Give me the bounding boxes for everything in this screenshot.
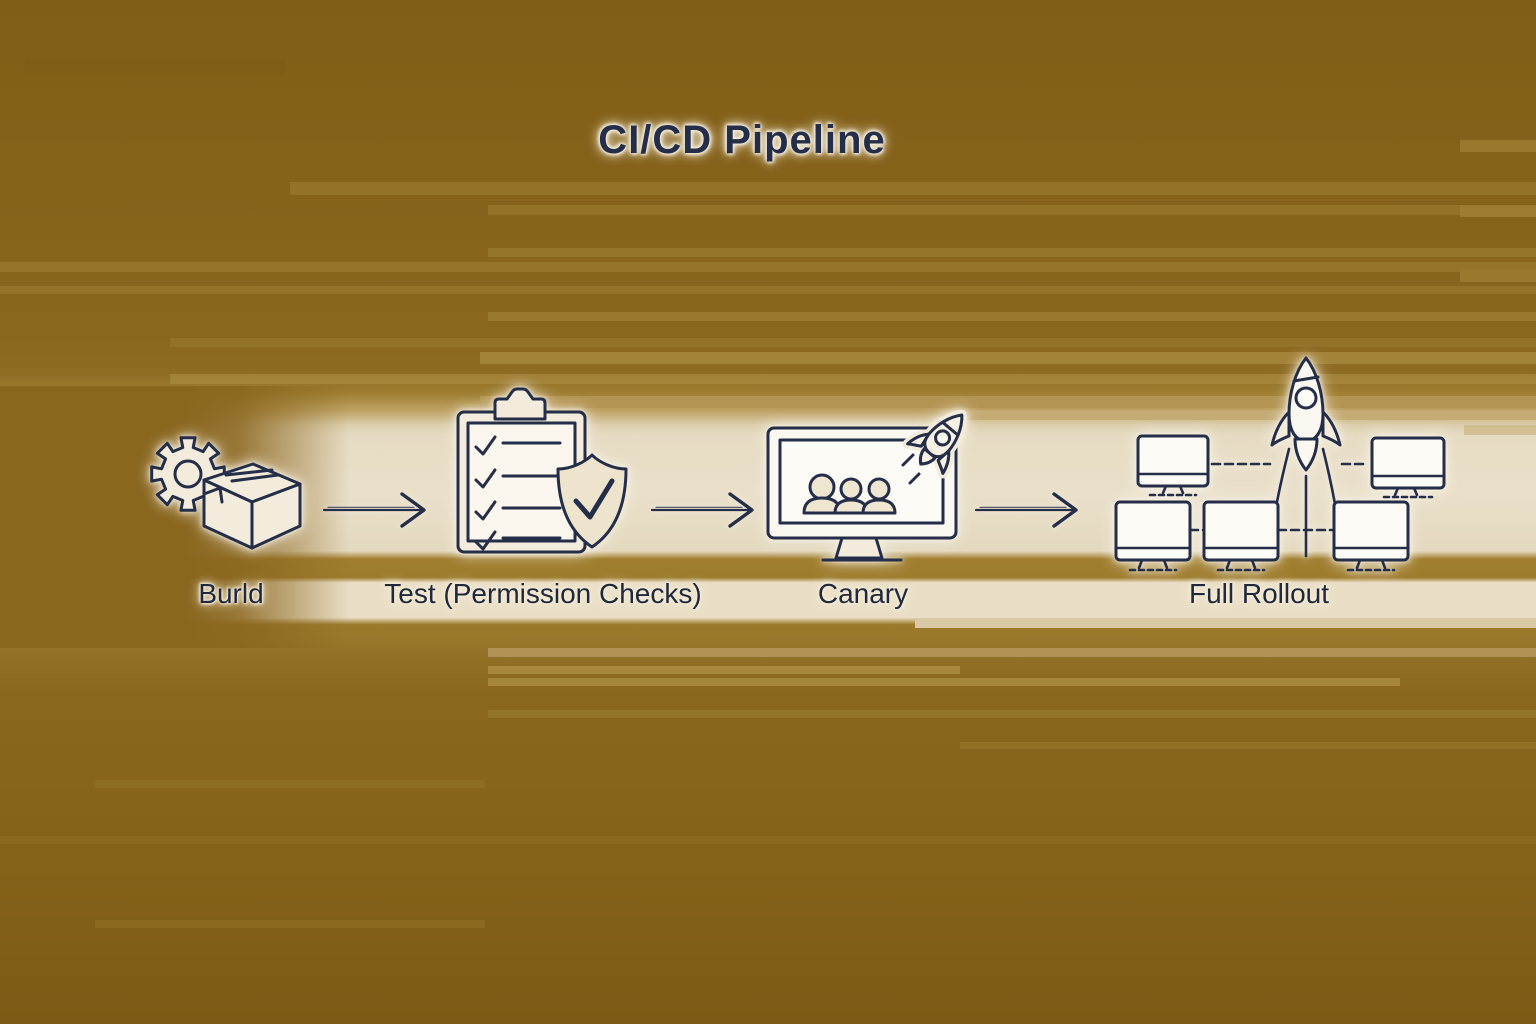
background-streak — [0, 286, 1536, 294]
clipboard-checklist-shield-icon — [456, 387, 628, 554]
diagram-title: CI/CD Pipeline — [598, 118, 886, 162]
background-streak — [488, 710, 1536, 718]
arrow-right-icon — [650, 492, 754, 528]
background-streak — [488, 248, 1536, 257]
network-dashed-links — [1188, 462, 1370, 532]
monitor-network-rocket-icon — [1114, 356, 1446, 572]
monitor-icon — [1114, 500, 1192, 572]
monitor-icon — [1136, 434, 1210, 497]
checklist-rows — [474, 435, 562, 551]
stage-label-build: Burld — [198, 578, 264, 609]
background-streak — [25, 60, 285, 74]
background-streak — [95, 780, 485, 788]
stage-label-full-rollout: Full Rollout — [1188, 578, 1330, 609]
background-streak — [488, 205, 1536, 215]
rocket-icon — [902, 409, 967, 479]
background-streak — [170, 338, 1536, 347]
background-streak — [1464, 425, 1536, 435]
rocket-icon — [1270, 356, 1342, 472]
monitor-icon — [1370, 436, 1446, 499]
package-icon — [202, 462, 302, 550]
monitor-icon — [1332, 500, 1410, 572]
background-streak — [0, 262, 1536, 272]
background-streak — [488, 312, 1536, 321]
background-streak — [488, 666, 960, 674]
background-streak — [1460, 140, 1536, 152]
audience-icon — [802, 473, 897, 515]
background-streak — [95, 920, 485, 928]
background-streak — [0, 836, 1536, 844]
arrow-right-icon — [322, 492, 426, 528]
monitor-audience-rocket-icon — [766, 409, 967, 562]
stage-label-test: Test (Permission Checks) — [384, 578, 702, 609]
arrow-right-icon — [974, 492, 1078, 528]
background-streak — [488, 678, 1400, 686]
background-streak — [1460, 270, 1536, 282]
shield-check-icon — [556, 453, 628, 549]
stage-label-canary: Canary — [817, 578, 909, 609]
background-streak — [1460, 205, 1536, 217]
monitor-icon — [1202, 500, 1280, 572]
background-streak — [488, 648, 1536, 657]
background-streak — [960, 742, 1536, 749]
background-streak — [290, 182, 1536, 195]
rocket-speed-lines — [901, 453, 921, 485]
background-streak — [915, 618, 1536, 628]
gear-package-icon — [150, 436, 302, 550]
